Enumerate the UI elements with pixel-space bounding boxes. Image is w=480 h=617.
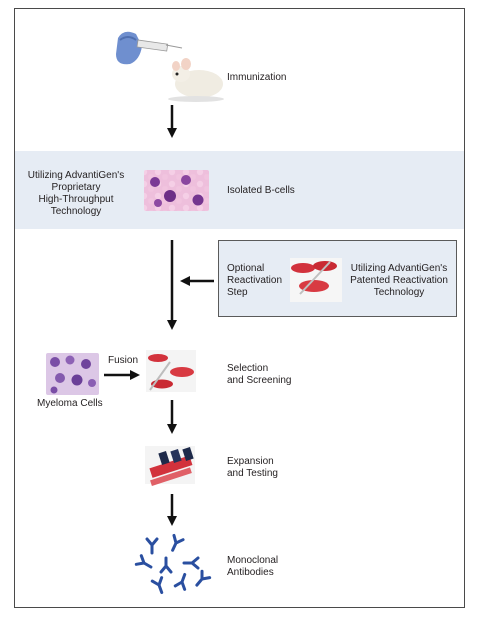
petri-dish-icon xyxy=(290,258,342,302)
expansion-line: and Testing xyxy=(227,468,278,479)
step-isolated-label: Isolated B-cells xyxy=(227,185,295,196)
monoclonal-line: Antibodies xyxy=(227,567,274,578)
selection-line: Selection xyxy=(227,363,269,374)
b-cell-band xyxy=(15,151,464,229)
patented-tech-label: Utilizing AdvantiGen's Patented Reactiva… xyxy=(343,263,455,299)
b-cell-micrograph-icon xyxy=(144,170,209,211)
optional-line: Optional xyxy=(227,263,265,274)
petri-dish-icon xyxy=(146,350,196,392)
myeloma-micrograph-icon xyxy=(46,353,99,395)
proprietary-line: High-Throughput xyxy=(38,194,114,205)
proprietary-tech-label: Utilizing AdvantiGen's Proprietary High-… xyxy=(18,170,134,218)
syringe-icon xyxy=(116,31,183,65)
proprietary-line: Technology xyxy=(50,206,102,217)
optional-line: Reactivation xyxy=(227,275,283,286)
antibody-icon xyxy=(134,533,212,595)
patented-line: Patented Reactivation xyxy=(350,275,448,286)
optional-line: Step xyxy=(227,287,248,298)
test-tubes-icon xyxy=(145,446,195,487)
optional-reactivation-label: Optional Reactivation Step xyxy=(227,263,282,299)
monoclonal-line: Monoclonal xyxy=(227,555,279,566)
step-expansion-label: Expansion and Testing xyxy=(227,456,278,480)
proprietary-line: Utilizing AdvantiGen's xyxy=(27,170,125,181)
proprietary-line: Proprietary xyxy=(51,182,101,193)
mouse-icon xyxy=(168,58,224,102)
myeloma-label: Myeloma Cells xyxy=(37,398,103,409)
step-selection-label: Selection and Screening xyxy=(227,363,292,387)
fusion-label: Fusion xyxy=(108,355,139,366)
step-monoclonal-label: Monoclonal Antibodies xyxy=(227,555,278,579)
expansion-line: Expansion xyxy=(227,456,274,467)
patented-line: Technology xyxy=(373,287,425,298)
step-immunization-label: Immunization xyxy=(227,72,287,83)
patented-line: Utilizing AdvantiGen's xyxy=(350,263,448,274)
selection-line: and Screening xyxy=(227,375,292,386)
